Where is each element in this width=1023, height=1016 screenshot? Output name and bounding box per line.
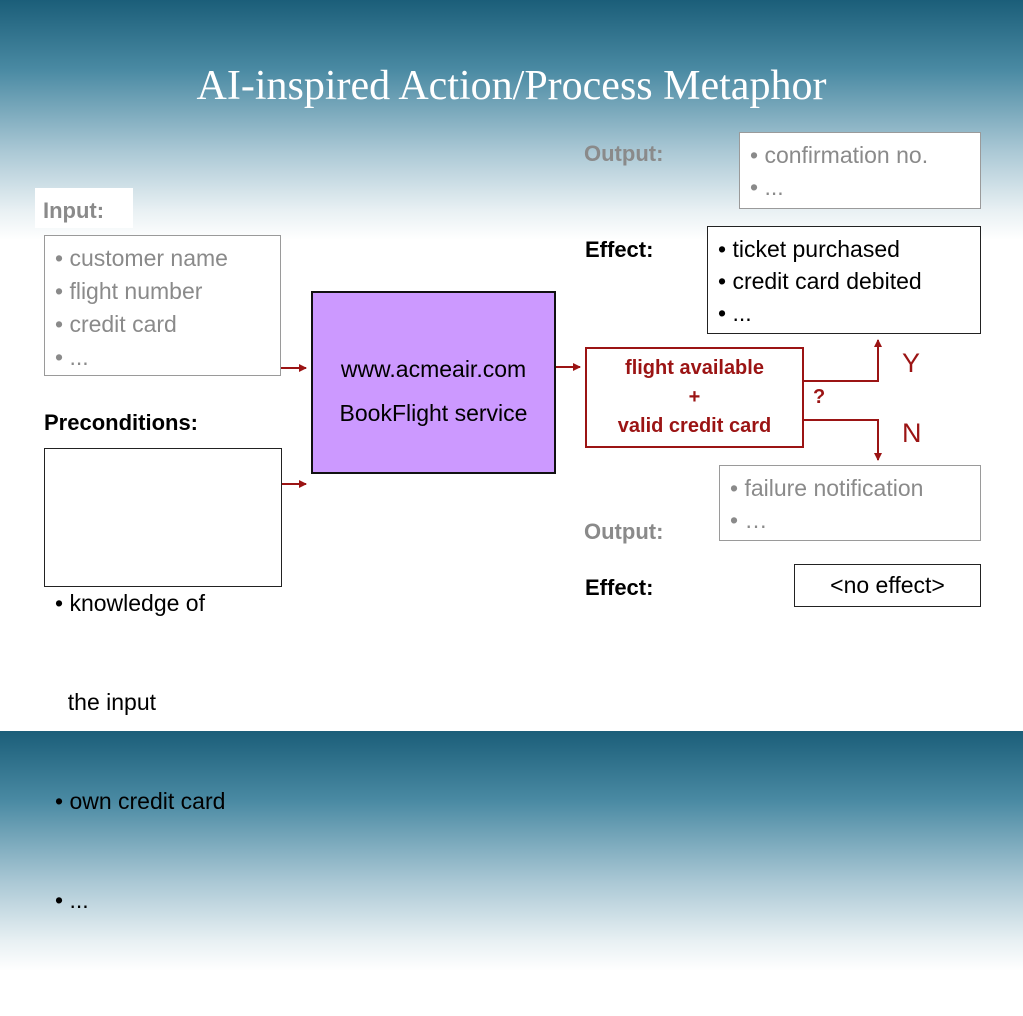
success-output-box: • confirmation no. • ... <box>739 132 981 209</box>
input-label: Input: <box>35 188 133 228</box>
condition-line: + <box>688 386 701 408</box>
arrows-layer <box>281 339 882 488</box>
preconditions-box: • knowledge of the input • own credit ca… <box>44 448 282 913</box>
success-output-item: • confirmation no. <box>750 142 929 168</box>
failure-effect-box: <no effect> <box>794 564 981 607</box>
input-item: • customer name <box>55 245 228 271</box>
slide-title: AI-inspired Action/Process Metaphor <box>196 63 827 109</box>
precondition-item: • ... <box>55 887 89 913</box>
yes-branch-arrow <box>804 339 882 382</box>
success-effect-item: • credit card debited <box>718 268 922 294</box>
service-name: BookFlight service <box>339 400 528 426</box>
no-branch-arrow <box>804 419 882 461</box>
yes-branch-label: Y <box>902 348 921 378</box>
precondition-item: • knowledge of <box>55 590 205 616</box>
success-effect-label: Effect: <box>585 237 654 262</box>
service-box: www.acmeair.com BookFlight service <box>311 291 556 474</box>
failure-output-item: • … <box>730 507 768 533</box>
input-item: • flight number <box>55 278 203 304</box>
condition-box: flight available + valid credit card <box>585 347 804 448</box>
failure-output-box: • failure notification • … <box>719 465 981 541</box>
no-branch-label: N <box>902 418 922 448</box>
failure-effect-value: <no effect> <box>830 572 945 598</box>
input-item: • ... <box>55 344 89 370</box>
failure-output-item: • failure notification <box>730 475 924 501</box>
failure-output-label: Output: <box>584 519 664 544</box>
preconditions-label: Preconditions: <box>44 410 199 435</box>
success-effect-item: • ... <box>718 300 752 326</box>
input-box: • customer name • flight number • credit… <box>44 235 281 376</box>
failure-effect-label: Effect: <box>585 575 654 600</box>
condition-question-mark: ? <box>813 386 826 408</box>
success-effect-box: • ticket purchased • credit card debited… <box>707 226 981 334</box>
precondition-item: • own credit card <box>55 788 226 814</box>
condition-line: flight available <box>625 357 764 379</box>
success-output-item: • ... <box>750 174 784 200</box>
success-output-label: Output: <box>584 141 664 166</box>
precondition-item: the input <box>55 689 157 715</box>
success-effect-item: • ticket purchased <box>718 236 900 262</box>
service-url: www.acmeair.com <box>340 356 527 382</box>
condition-line: valid credit card <box>617 415 772 437</box>
input-item: • credit card <box>55 311 177 337</box>
